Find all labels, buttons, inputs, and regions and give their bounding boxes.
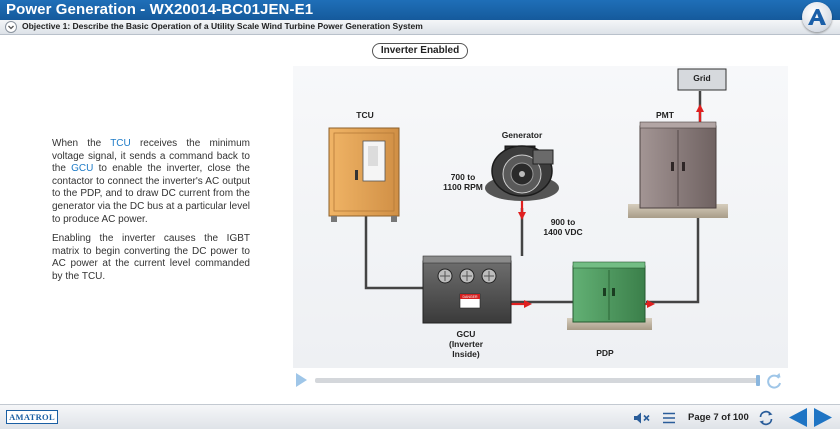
paragraph-2: Enabling the inverter causes the IGBT ma… — [52, 233, 250, 282]
tcu-label: TCU — [356, 110, 374, 120]
title-bar: Power Generation - WX20014-BC01JEN-E1 — [0, 0, 840, 20]
grid-box — [677, 68, 727, 91]
state-label: Inverter Enabled — [372, 43, 468, 59]
replay-icon[interactable] — [765, 372, 783, 390]
generator — [485, 145, 559, 201]
menu-icon[interactable] — [662, 412, 676, 424]
lesson-text: When the TCU receives the minimum voltag… — [52, 138, 250, 291]
media-bar — [293, 370, 788, 390]
power-arrow-grid — [696, 104, 704, 124]
gcu-cabinet: DANGER — [422, 255, 512, 324]
tcu-link[interactable]: TCU — [110, 138, 131, 149]
amatrol-logo-badge — [802, 2, 832, 32]
amatrol-logo: AMATROL — [6, 410, 58, 424]
objective-text: Objective 1: Describe the Basic Operatio… — [22, 21, 423, 31]
gcu-link[interactable]: GCU — [71, 163, 94, 175]
amatrol-a-icon — [808, 9, 826, 25]
diagram-svg: DANGER — [293, 66, 788, 368]
svg-text:DANGER: DANGER — [463, 295, 478, 299]
page-indicator: Page 7 of 100 — [688, 412, 749, 423]
pmt-label: PMT — [656, 110, 674, 120]
grid-label: Grid — [693, 73, 711, 83]
mute-icon[interactable] — [633, 411, 651, 425]
progress-knob[interactable] — [756, 375, 760, 386]
progress-track[interactable] — [315, 378, 759, 383]
window-title: Power Generation - WX20014-BC01JEN-E1 — [6, 1, 314, 18]
prev-icon[interactable] — [787, 407, 809, 428]
tcu-cabinet — [328, 127, 400, 222]
pmt-cabinet — [628, 121, 728, 218]
pdp-label: PDP — [596, 348, 614, 358]
chevron-down-icon[interactable] — [5, 21, 17, 33]
objective-bar[interactable]: Objective 1: Describe the Basic Operatio… — [0, 20, 840, 35]
paragraph-1: When the TCU receives the minimum voltag… — [52, 138, 250, 225]
play-icon[interactable] — [296, 373, 307, 387]
refresh-icon[interactable] — [757, 409, 775, 427]
next-icon[interactable] — [812, 407, 834, 428]
generator-label: Generator — [501, 130, 543, 140]
power-flow-diagram: DANGER Grid PMT TCU — [293, 66, 788, 368]
power-arrow-gcu-pdp — [511, 300, 532, 308]
bottom-bar: AMATROL Page 7 of 100 — [0, 404, 840, 429]
pdp-cabinet — [567, 261, 652, 330]
